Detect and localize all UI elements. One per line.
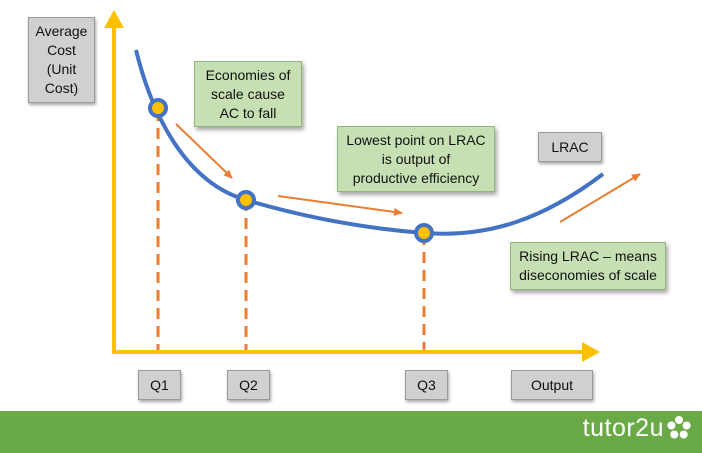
q1-label: Q1: [138, 370, 181, 400]
lrac-diagram: [104, 10, 641, 362]
point-q2: [236, 190, 256, 210]
q3-label: Q3: [405, 370, 448, 400]
brand-wordmark: tutor2u: [582, 414, 664, 442]
y-axis-arrowhead: [104, 10, 124, 28]
arrow-q2-to-q3: [277, 195, 403, 216]
point-q3: [414, 223, 434, 243]
flower-icon: [667, 416, 691, 439]
arrow-rising: [559, 173, 641, 223]
output-label: Output: [511, 370, 593, 400]
point-q1: [148, 98, 168, 118]
lowest-point-note: Lowest point on LRAC is output of produc…: [337, 126, 495, 192]
footer-bar: tutor2u: [0, 411, 702, 453]
lrac-label: LRAC: [538, 132, 602, 162]
arrow-q1-to-q2: [175, 123, 233, 179]
x-axis-arrowhead: [582, 342, 600, 362]
y-axis-label: Average Cost (Unit Cost): [28, 17, 95, 103]
diseconomies-note: Rising LRAC – means diseconomies of scal…: [510, 242, 666, 290]
q2-label: Q2: [227, 370, 270, 400]
lrac-curve: [134, 49, 605, 236]
economies-note: Economies of scale cause AC to fall: [194, 61, 302, 127]
